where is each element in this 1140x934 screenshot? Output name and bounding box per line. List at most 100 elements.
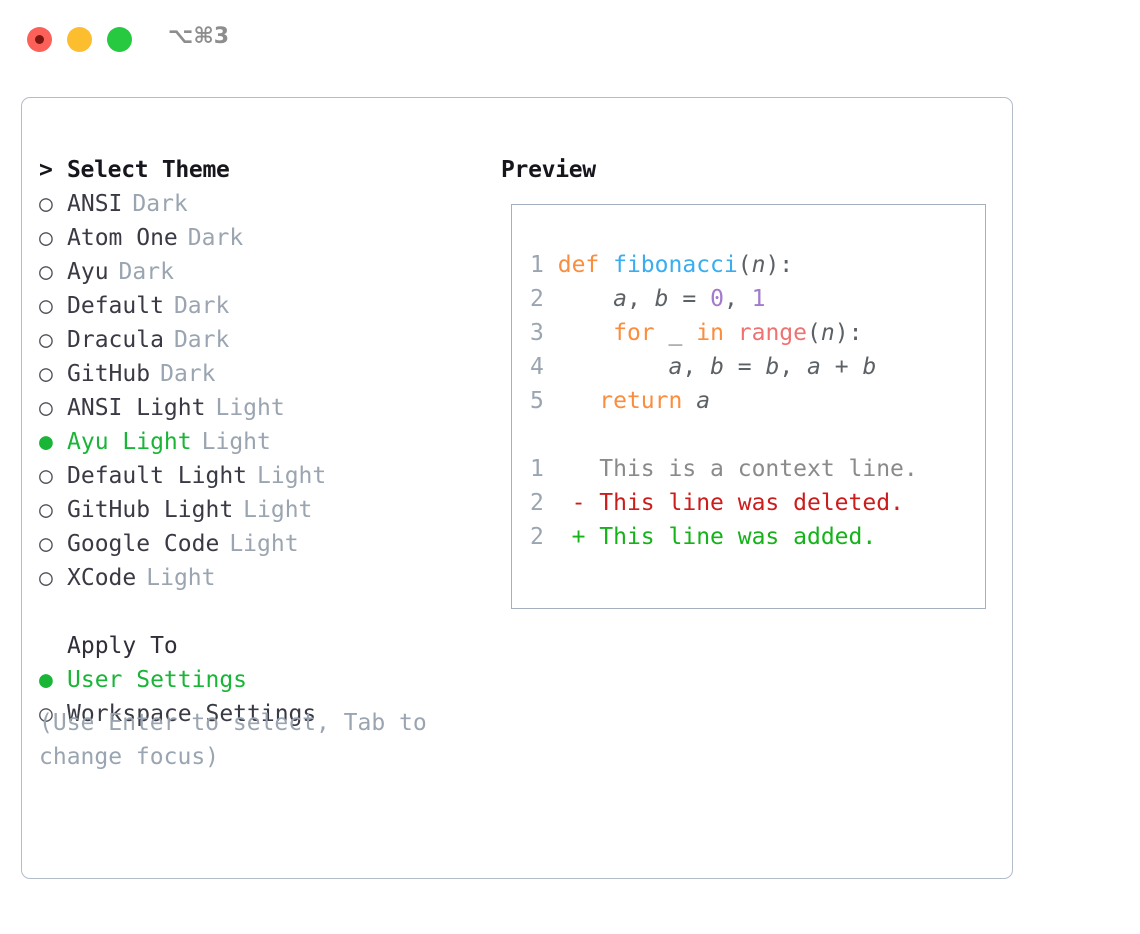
code-token [558, 286, 613, 312]
theme-name-label: ANSI [67, 191, 123, 217]
maximize-button[interactable] [107, 27, 132, 52]
theme-variant-label: Light [257, 463, 327, 489]
code-token: a [807, 354, 821, 380]
close-button[interactable] [27, 27, 52, 52]
code-token [558, 388, 600, 414]
apply-to-option-row[interactable]: ● User Settings [39, 663, 469, 697]
code-line [530, 418, 918, 452]
code-token [558, 320, 613, 346]
code-token: = [723, 354, 766, 380]
code-line: 4 a, b = b, a + b [530, 350, 918, 384]
preview-title: Preview [501, 157, 596, 183]
code-token [558, 354, 669, 380]
theme-option-row[interactable]: ○ GitHub Dark [39, 357, 469, 391]
code-token: ): [765, 252, 794, 278]
line-number: 5 [530, 388, 544, 414]
code-token: b [862, 354, 877, 380]
theme-variant-label: Dark [132, 191, 188, 217]
code-token: This is a context line. [557, 456, 918, 482]
apply-to-option-label: User Settings [67, 667, 248, 693]
code-token: n [820, 320, 835, 346]
preview-column: Preview [501, 153, 596, 187]
code-token: _ [668, 320, 683, 346]
apply-to-label: Apply To [67, 633, 178, 659]
code-token: , [626, 286, 655, 312]
radio-unselected-icon[interactable]: ○ [39, 463, 53, 489]
radio-unselected-icon[interactable]: ○ [39, 531, 53, 557]
code-token: = [668, 286, 711, 312]
line-number: 1 [530, 252, 544, 278]
theme-variant-label: Light [243, 497, 313, 523]
code-gutter-space [544, 388, 558, 414]
title-bar: ⌥⌘3 [0, 0, 1140, 78]
code-line: 2 a, b = 0, 1 [530, 282, 918, 316]
radio-unselected-icon[interactable]: ○ [39, 361, 53, 387]
code-token: 0 [710, 286, 724, 312]
line-number: 4 [530, 354, 544, 380]
code-token: + This line was added. [557, 524, 877, 550]
radio-unselected-icon[interactable]: ○ [39, 701, 53, 727]
line-number: 2 [530, 286, 544, 312]
code-token: for [613, 320, 669, 346]
list-spacer [39, 595, 469, 629]
code-token: 1 [751, 286, 766, 312]
theme-name-label: Atom One [67, 225, 178, 251]
apply-to-option-row[interactable]: ○Workspace Settings [39, 697, 469, 731]
code-token: b [710, 354, 724, 380]
code-gutter-space [544, 286, 558, 312]
select-theme-label: Select Theme [67, 157, 230, 183]
radio-unselected-icon[interactable]: ○ [39, 259, 53, 285]
code-token: range [737, 320, 808, 346]
line-number: 1 [530, 456, 544, 482]
radio-unselected-icon[interactable]: ○ [39, 565, 53, 591]
code-token: ( [807, 320, 821, 346]
keyboard-hint-text: (Use Enter to select, Tab to change focu… [39, 710, 427, 770]
radio-unselected-icon[interactable]: ○ [39, 327, 53, 353]
theme-variant-label: Light [201, 429, 271, 455]
radio-unselected-icon[interactable]: ○ [39, 497, 53, 523]
radio-unselected-icon[interactable]: ○ [39, 225, 53, 251]
radio-unselected-icon[interactable]: ○ [39, 395, 53, 421]
code-line: 1 def fibonacci(n): [530, 248, 918, 282]
theme-name-label: XCode [67, 565, 137, 591]
minimize-button[interactable] [67, 27, 92, 52]
code-gutter-space [544, 354, 558, 380]
theme-name-label: GitHub Light [67, 497, 234, 523]
code-token: return [599, 388, 697, 414]
theme-variant-label: Dark [173, 327, 230, 353]
theme-variant-label: Dark [187, 225, 244, 251]
code-token: b [765, 354, 780, 380]
code-token: def [557, 252, 614, 278]
code-token: fibonacci [613, 252, 738, 278]
apply-to-header: ○ Apply To [39, 629, 469, 663]
apply-to-options-list: ● User Settings ○Workspace Settings [39, 663, 469, 731]
theme-option-row[interactable]: ○ ANSI Dark [39, 187, 469, 221]
theme-variant-label: Light [215, 395, 285, 421]
theme-name-label: GitHub [67, 361, 151, 387]
code-token: ): [834, 320, 863, 346]
theme-variant-label: Dark [160, 361, 216, 387]
theme-option-row[interactable]: ○ Atom One Dark [39, 221, 469, 255]
code-token: , [682, 354, 711, 380]
radio-selected-icon[interactable]: ● [39, 667, 53, 693]
code-line: 3 for _ in range(n): [530, 316, 918, 350]
radio-selected-icon[interactable]: ● [39, 429, 53, 455]
radio-unselected-icon[interactable]: ○ [39, 293, 53, 319]
theme-option-row[interactable]: ○ GitHub Light Light [39, 493, 469, 527]
radio-unselected-icon[interactable]: ○ [39, 191, 53, 217]
code-token: a [613, 286, 627, 312]
